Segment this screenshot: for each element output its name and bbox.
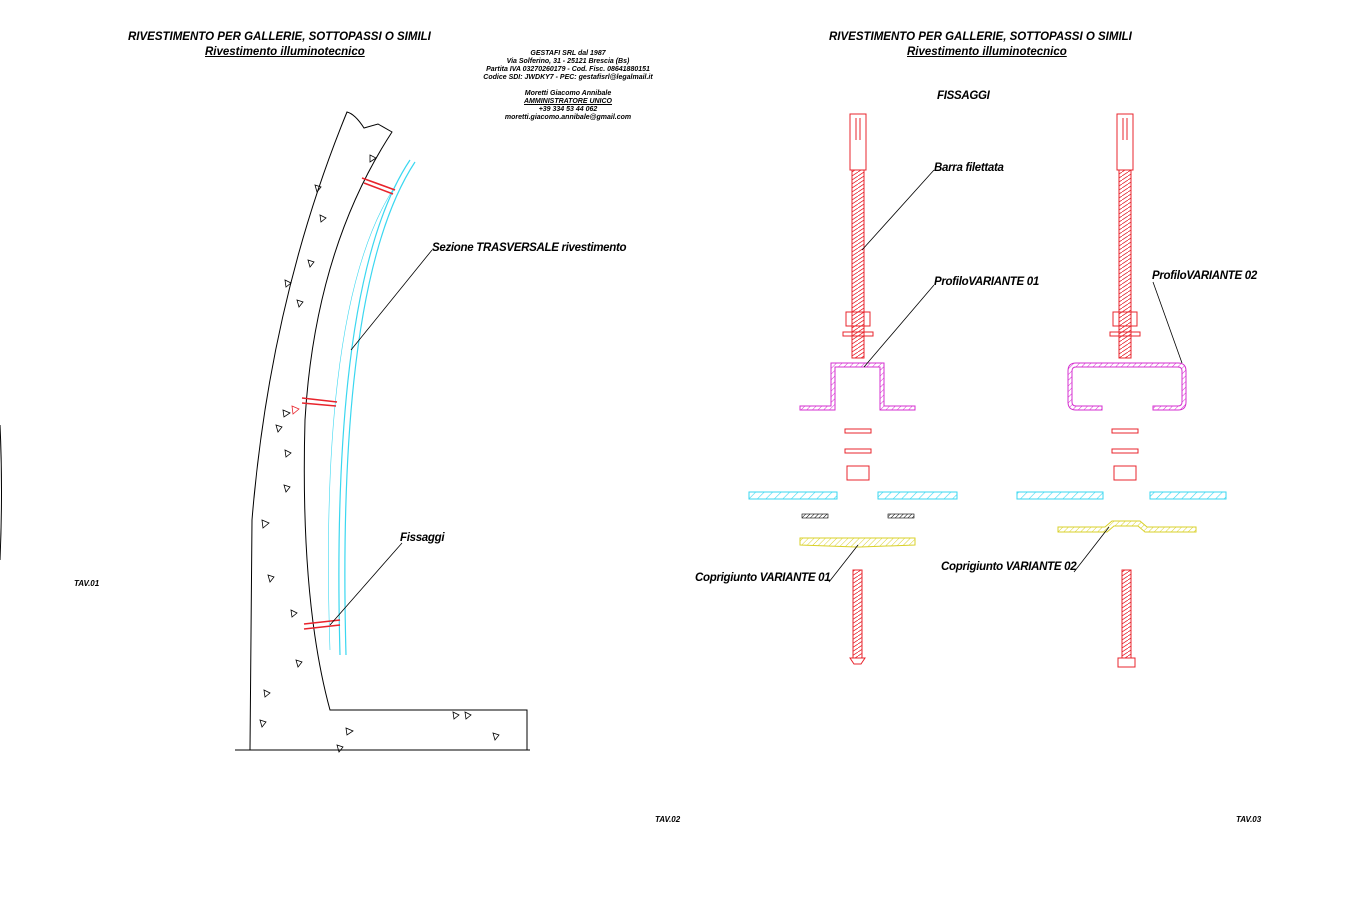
- contact-name: Moretti Giacomo Annibale: [524, 90, 612, 97]
- profile-02: [1067, 362, 1187, 411]
- detail-variante-02: [1016, 113, 1227, 668]
- cover-01: [799, 537, 916, 548]
- threaded-rod-1: [851, 169, 865, 359]
- profile-01: [799, 362, 916, 411]
- sheet3-title: RIVESTIMENTO PER GALLERIE, SOTTOPASSI O …: [829, 31, 1132, 43]
- label-cover-02: Coprigiunto VARIANTE 02: [941, 561, 1077, 573]
- tav-01: TAV.01: [74, 579, 100, 588]
- panel-left-2: [1016, 491, 1104, 500]
- panel-inner: [344, 161, 416, 656]
- panel-left-1: [748, 491, 838, 500]
- panel-hidden: [328, 184, 397, 651]
- fissaggi-heading: FISSAGGI: [937, 90, 990, 102]
- tav-02: TAV.02: [655, 815, 681, 824]
- tunnel-section: [235, 111, 530, 753]
- contact-role: AMMINISTRATORE UNICO: [523, 98, 613, 105]
- contact-phone: +39 334 53 44 062: [538, 106, 598, 113]
- washer-2b: [1111, 428, 1139, 434]
- contact-email: moretti.giacomo.annibale@gmail.com: [504, 114, 632, 121]
- washer-1: [842, 331, 874, 337]
- nut-1: [845, 311, 871, 327]
- washer-2: [1109, 331, 1141, 337]
- left-edge-arc: [0, 424, 2, 561]
- nut-2b: [1113, 465, 1137, 481]
- leader-section: [350, 249, 433, 351]
- panel-right-2: [1149, 491, 1227, 500]
- anchor-sleeve-1: [849, 113, 867, 171]
- gasket-right-1: [887, 513, 915, 519]
- anchor-sleeve-2: [1116, 113, 1134, 171]
- panel-outer: [338, 159, 411, 656]
- sheet2-subtitle: Rivestimento illuminotecnico: [205, 46, 365, 58]
- panel-right-1: [877, 491, 958, 500]
- label-profile-01: ProfiloVARIANTE 01: [934, 276, 1039, 288]
- label-rod: Barra filettata: [934, 162, 1004, 174]
- tav-03: TAV.03: [1236, 815, 1262, 824]
- aggregate-marks: [259, 154, 500, 753]
- company-vat: Partita IVA 03270260179 - Cod. Fisc. 086…: [486, 66, 650, 73]
- nut-2: [1112, 311, 1138, 327]
- sheet2-title: RIVESTIMENTO PER GALLERIE, SOTTOPASSI O …: [128, 31, 431, 43]
- concrete-wall: [249, 111, 528, 751]
- label-cover-01: Coprigiunto VARIANTE 01: [695, 572, 831, 584]
- bolt-2: [1121, 569, 1132, 659]
- nut-1b: [846, 465, 870, 481]
- leader-fixings: [329, 542, 403, 626]
- label-fixings: Fissaggi: [400, 532, 445, 544]
- washer-1b: [844, 428, 872, 434]
- washer-1c: [844, 448, 872, 454]
- label-profile-02: ProfiloVARIANTE 02: [1152, 270, 1257, 282]
- company-address: Via Solferino, 31 - 25121 Brescia (Bs): [506, 58, 630, 65]
- sheet3-subtitle: Rivestimento illuminotecnico: [907, 46, 1067, 58]
- company-name: GESTAFI SRL dal 1987: [530, 50, 606, 57]
- screw-1: [852, 569, 863, 659]
- label-section: Sezione TRASVERSALE rivestimento: [432, 242, 627, 254]
- cover-02: [1057, 520, 1197, 533]
- threaded-rod-2: [1118, 169, 1132, 359]
- washer-2c: [1111, 448, 1139, 454]
- company-sdi: Codice SDI: JWDKY7 - PEC: gestafisrl@leg…: [483, 74, 653, 81]
- company-block: GESTAFI SRL dal 1987 Via Solferino, 31 -…: [468, 50, 668, 122]
- red-marker: [291, 405, 300, 415]
- gasket-left-1: [801, 513, 829, 519]
- detail-variante-01: [748, 113, 958, 665]
